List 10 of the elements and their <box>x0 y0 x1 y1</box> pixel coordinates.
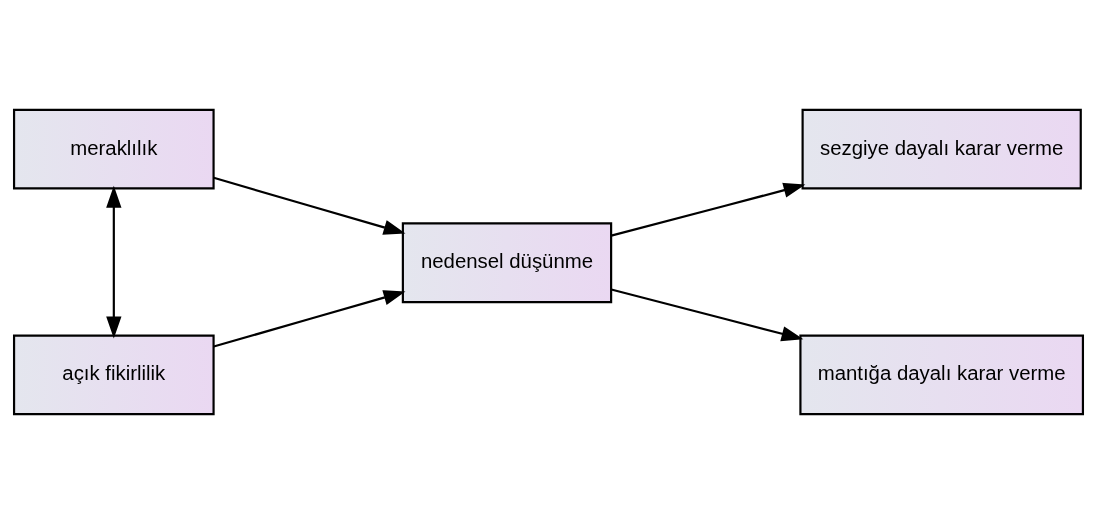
node-box: açık fikirlilik <box>13 334 215 416</box>
arrow <box>611 288 804 342</box>
node-box: meraklılık <box>13 108 215 190</box>
node-box: mantığa dayalı karar verme <box>799 334 1084 416</box>
node-box: sezgiye dayalı karar verme <box>801 108 1082 190</box>
node-box: nedensel düşünme <box>401 222 613 304</box>
arrow <box>611 182 806 237</box>
arrow <box>106 185 122 339</box>
arrow <box>213 290 406 348</box>
arrow <box>213 176 406 235</box>
